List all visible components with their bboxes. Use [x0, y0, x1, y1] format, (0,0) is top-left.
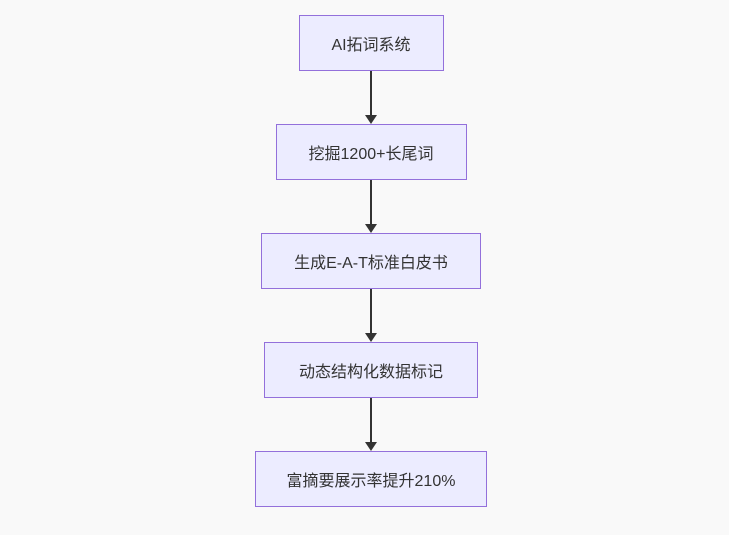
node-label: 挖掘1200+长尾词	[308, 146, 434, 163]
node-label: 动态结构化数据标记	[298, 364, 443, 381]
arrow-line	[370, 289, 372, 333]
arrow-connector	[365, 398, 377, 451]
arrow-line	[370, 71, 372, 115]
arrowhead-down-icon	[365, 115, 377, 124]
flowchart-node-eat-whitepaper: 生成E-A-T标准白皮书	[261, 233, 481, 289]
node-label: 富摘要展示率提升210%	[286, 473, 456, 490]
node-label: AI拓词系统	[331, 37, 411, 54]
flowchart-node-rich-snippet-rate: 富摘要展示率提升210%	[255, 451, 487, 507]
arrow-connector	[365, 180, 377, 233]
arrowhead-down-icon	[365, 442, 377, 451]
flowchart-column: AI拓词系统 挖掘1200+长尾词 生成E-A-T标准白皮书 动态结构化数据标记	[255, 15, 487, 507]
arrow-line	[370, 398, 372, 442]
node-label: 生成E-A-T标准白皮书	[294, 255, 448, 272]
arrow-connector	[365, 71, 377, 124]
arrowhead-down-icon	[365, 333, 377, 342]
flowchart-node-longtail-keywords: 挖掘1200+长尾词	[275, 124, 467, 180]
flowchart-node-ai-expansion: AI拓词系统	[298, 15, 444, 71]
arrow-line	[370, 180, 372, 224]
arrowhead-down-icon	[365, 224, 377, 233]
arrow-connector	[365, 289, 377, 342]
flowchart-node-structured-data: 动态结构化数据标记	[264, 342, 478, 398]
